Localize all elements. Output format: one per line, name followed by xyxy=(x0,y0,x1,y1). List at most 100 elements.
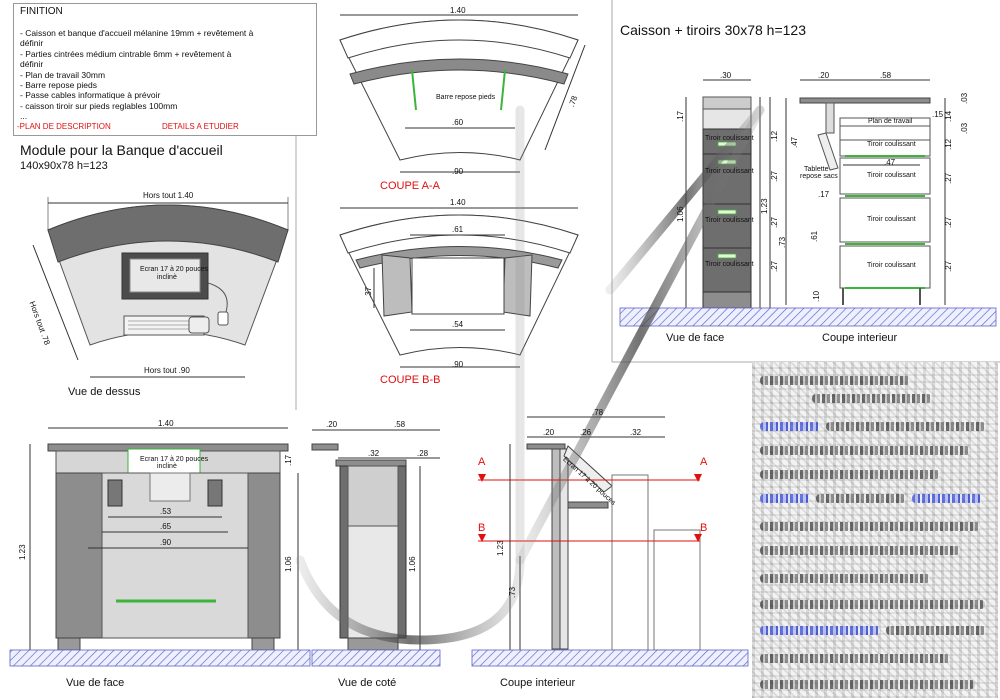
coupe-bb-dim-inner-top: .61 xyxy=(452,225,464,234)
caisson-int-dim-right-5: .27 xyxy=(944,172,953,184)
caisson-face-dim-drawer-1: .12 xyxy=(770,130,779,142)
top-view-drawing xyxy=(32,197,289,378)
caisson-int-dim-a: .20 xyxy=(818,71,830,80)
caisson-int-dim-h: .47 xyxy=(884,158,896,167)
coupe-bb-dim-side: .37 xyxy=(364,286,373,298)
coupe-aa-dim-bottom: .90 xyxy=(452,167,464,176)
top-view-dim-top: Hors tout 1.40 xyxy=(143,191,194,200)
desk-worktop-band xyxy=(47,204,289,263)
finition-line: ... xyxy=(20,111,28,122)
caisson-int-drawer-label-1: Tiroir coulissant xyxy=(867,141,916,148)
caisson-face-drawer-label-1: Tiroir coulissant xyxy=(705,135,754,142)
front-view-drawing xyxy=(29,427,299,651)
side-dim-58: .58 xyxy=(394,420,406,429)
coupe-aa-dim-top: 1.40 xyxy=(450,6,466,15)
caisson-face-caption: Vue de face xyxy=(666,332,725,344)
finition-line: - Caisson et banque d'accueil mélanine 1… xyxy=(20,28,254,38)
coupe-aa-caption: COUPE A-A xyxy=(380,180,440,192)
coupe-int-dim-78: .78 xyxy=(592,408,604,417)
caisson-face-drawer-label-2: Tiroir coulissant xyxy=(705,168,754,175)
front-screen-text-1: Ecran 17 à 20 pouces xyxy=(140,456,209,463)
finition-line: définir xyxy=(20,59,44,70)
front-dim-height: 1.23 xyxy=(18,544,27,560)
front-screen-text-2: inclinè xyxy=(157,463,177,470)
coupe-int-marker-b-left: B xyxy=(478,522,486,534)
caisson-int-plan-label: Plan de travail xyxy=(868,118,913,125)
coupe-bb-dim-inner: .54 xyxy=(452,320,464,329)
coupe-int-marker-a-right: A xyxy=(700,456,708,468)
caisson-face-dim-top: .17 xyxy=(676,110,685,122)
front-dim-90: .90 xyxy=(160,538,172,547)
caisson-int-dim-right-2: .14 xyxy=(944,110,953,122)
caisson-face-drawer-label-3: Tiroir coulissant xyxy=(705,217,754,224)
side-dim-32: .32 xyxy=(368,449,380,458)
coupe-bb-dim-top: 1.40 xyxy=(450,198,466,207)
side-view-caption: Vue de coté xyxy=(338,677,397,689)
caisson-face-drawer-label-4: Tiroir coulissant xyxy=(705,261,754,268)
top-view-screen-text-2: inclinè xyxy=(157,274,177,281)
caisson-face-dim-drawer-3: .27 xyxy=(770,216,779,228)
caisson-int-dim-g: .10 xyxy=(812,290,821,302)
details-link[interactable]: DETAILS A ETUDIER xyxy=(162,122,239,131)
caisson-int-dim-right-7: .27 xyxy=(944,260,953,272)
caisson-int-dim-right-4: .12 xyxy=(944,138,953,150)
caisson-int-dim-right-6: .27 xyxy=(944,216,953,228)
coupe-aa-inner-label: Barre repose pieds xyxy=(436,94,496,101)
side-dim-28: .28 xyxy=(417,449,429,458)
obscured-text-block xyxy=(752,362,998,698)
top-view-screen-text-1: Ecran 17 à 20 pouces xyxy=(140,266,209,273)
side-dim-20: .20 xyxy=(326,420,338,429)
finition-line: - caisson tiroir sur pieds reglables 100… xyxy=(20,100,178,111)
coupe-int-marker-b-right: B xyxy=(700,522,708,534)
watermark-logo xyxy=(295,105,525,645)
coupe-int-dim-26: .26 xyxy=(580,428,592,437)
caisson-int-dim-b: .58 xyxy=(880,71,892,80)
caisson-int-drawer-label-2: Tiroir coulissant xyxy=(867,172,916,179)
caisson-interior-drawing xyxy=(785,79,946,305)
finition-line: - Barre repose pieds xyxy=(20,80,98,90)
side-dim-106: 1.06 xyxy=(408,556,417,572)
front-dim-65: .65 xyxy=(160,522,172,531)
caisson-face-dim-width: .30 xyxy=(720,71,732,80)
caisson-face-dim-height: 1.06 xyxy=(676,206,685,222)
front-dim-17: .17 xyxy=(284,454,293,466)
top-view-caption: Vue de dessus xyxy=(68,386,141,398)
caisson-face-dim-drawer-2: .27 xyxy=(770,170,779,182)
caisson-face-dim-total: 1.23 xyxy=(760,198,769,214)
plan-description-link[interactable]: -PLAN DE DESCRIPTION xyxy=(17,122,111,131)
caisson-int-dim-c: .47 xyxy=(790,136,799,148)
caisson-int-tablette-label-1: Tablette xyxy=(804,166,829,173)
ground-hatch-caisson xyxy=(619,307,997,327)
caisson-title: Caisson + tiroirs 30x78 h=123 xyxy=(620,22,806,38)
caisson-int-tablette-label-2: repose sacs xyxy=(800,173,838,180)
coupe-bb-dim-bottom: .90 xyxy=(452,360,464,369)
caisson-int-dim-right-3: .03 xyxy=(960,122,969,134)
mouse xyxy=(188,316,210,334)
caisson-int-drawer-label-3: Tiroir coulissant xyxy=(867,216,916,223)
finition-title: FINITION xyxy=(20,6,63,17)
finition-line: - Passe cables informatique à prévoir xyxy=(20,90,161,101)
front-view-caption: Vue de face xyxy=(66,677,125,689)
finition-line: définir xyxy=(20,38,44,49)
coupe-interieur-drawing xyxy=(478,416,702,651)
coupe-int-caption: Coupe interieur xyxy=(500,677,576,689)
ground-hatch-side xyxy=(311,649,441,667)
caisson-int-caption: Coupe interieur xyxy=(822,332,898,344)
caisson-int-drawer-label-4: Tiroir coulissant xyxy=(867,262,916,269)
finition-box: FINITION - Caisson et banque d'accueil m… xyxy=(13,3,317,136)
ground-hatch-front xyxy=(9,649,311,667)
coupe-aa-dim-inner: .60 xyxy=(452,118,464,127)
module-title: Module pour la Banque d'accueil xyxy=(20,142,223,158)
caisson-int-dim-i: .15 xyxy=(932,110,944,119)
coupe-int-dim-20: .20 xyxy=(543,428,555,437)
caisson-int-dim-e: .61 xyxy=(810,230,819,242)
top-view-dim-bottom: Hors tout .90 xyxy=(144,366,190,375)
caisson-int-dim-right-1: .03 xyxy=(960,92,969,104)
coupe-bb-caption: COUPE B-B xyxy=(380,374,441,386)
module-subtitle: 140x90x78 h=123 xyxy=(20,160,108,172)
side-view-drawing xyxy=(311,429,440,651)
front-dim-53: .53 xyxy=(160,507,172,516)
coupe-int-marker-a-left: A xyxy=(478,456,486,468)
